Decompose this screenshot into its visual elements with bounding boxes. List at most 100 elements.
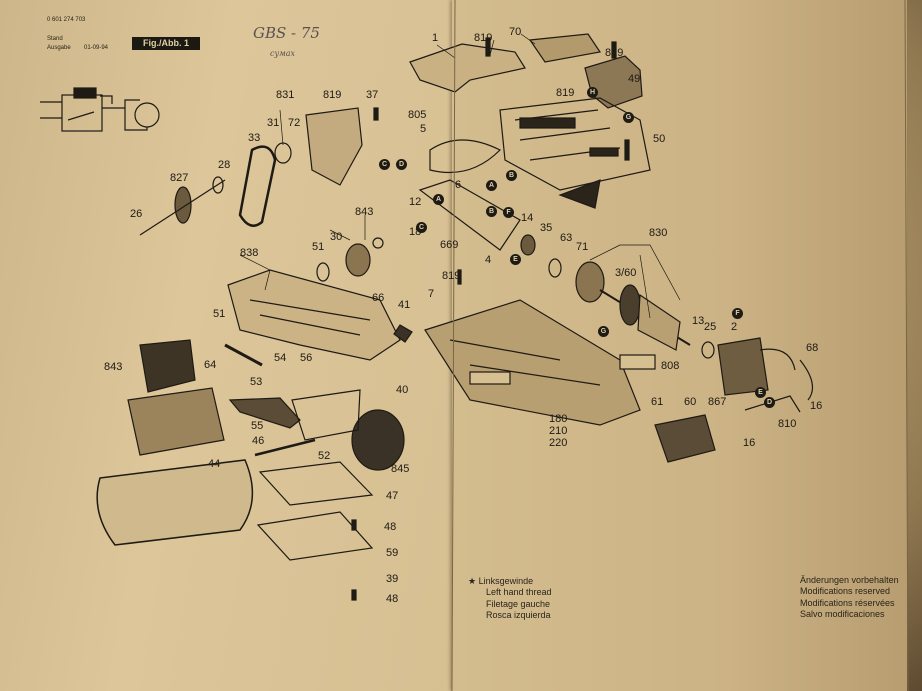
part-number-label: 210: [549, 425, 568, 437]
part-number-label: 72: [288, 117, 301, 129]
notice-es: Salvo modificaciones: [800, 608, 885, 619]
part-number-label: 2: [731, 321, 738, 333]
doc-number: 0 601 274 703: [47, 17, 86, 23]
part-number-label: 12: [409, 196, 422, 208]
notice-en: Modifications reserved: [800, 586, 891, 597]
part-number-label: 35: [540, 222, 553, 234]
notice-fr: Modifications réservées: [800, 597, 895, 608]
part-number-label: 51: [312, 241, 325, 253]
part-number-label: 819: [474, 32, 493, 44]
part-number-label: 46: [252, 435, 265, 447]
callout-marker: G: [623, 112, 634, 123]
footnote-line-de: Linksgewinde: [478, 576, 534, 586]
part-number-label: 830: [649, 227, 668, 239]
wiring-schematic-icon: [40, 87, 160, 132]
part-number-label: 70: [509, 26, 522, 38]
part-number-label: 31: [267, 117, 280, 129]
handwritten-model: GBS - 75: [253, 24, 320, 42]
part-number-label: 26: [130, 208, 143, 220]
part-number-label: 48: [386, 593, 399, 605]
handwritten-sub: сумах: [270, 49, 296, 58]
part-number-label: 827: [170, 172, 189, 184]
part-number-label: 843: [355, 206, 374, 218]
part-number-label: 6: [455, 179, 462, 191]
part-number-label: 49: [628, 73, 641, 85]
callout-marker: H: [587, 87, 598, 98]
callout-marker: A: [486, 180, 497, 191]
part-number-label: 7: [428, 288, 435, 300]
motor-armature: [418, 139, 814, 463]
part-number-label: 808: [661, 360, 680, 372]
callout-marker: F: [732, 308, 743, 319]
figure-badge: Fig./Abb. 1: [132, 37, 200, 50]
part-number-label: 843: [104, 361, 123, 373]
part-number-label: 867: [708, 396, 727, 408]
part-number-label: 25: [704, 321, 717, 333]
leader-lines: [239, 33, 681, 319]
screws: [351, 37, 630, 601]
callout-marker: E: [755, 387, 766, 398]
callout-marker: C: [379, 159, 390, 170]
part-number-label: 50: [653, 133, 666, 145]
part-number-label: 39: [386, 573, 399, 585]
part-number-label: 68: [806, 342, 819, 354]
part-number-label: 55: [251, 420, 264, 432]
part-number-label: 220: [549, 437, 568, 449]
issue-date: 01-09-94: [84, 45, 109, 51]
ausgabe-label: Ausgabe: [47, 45, 71, 51]
footnote-line-es: Rosca izquierda: [486, 609, 551, 620]
callout-marker: G: [598, 326, 609, 337]
callout-marker: C: [416, 222, 427, 233]
part-number-label: 30: [330, 231, 343, 243]
part-number-label: 40: [396, 384, 409, 396]
callout-marker: B: [486, 206, 497, 217]
part-number-label: 41: [398, 299, 411, 311]
part-number-label: 53: [250, 376, 263, 388]
part-number-label: 805: [408, 109, 427, 121]
modifications-notice: Änderungen vorbehalten Modifications res…: [800, 575, 899, 620]
part-number-label: 52: [318, 450, 331, 462]
callout-marker: A: [433, 194, 444, 205]
part-number-label: 28: [218, 159, 231, 171]
part-number-label: 48: [384, 521, 397, 533]
part-number-label: 60: [684, 396, 697, 408]
part-number-label: 47: [386, 490, 399, 502]
part-number-label: 838: [240, 247, 259, 259]
part-number-label: 13: [692, 315, 705, 327]
part-number-label: 63: [560, 232, 573, 244]
main-housing: [96, 269, 413, 561]
part-number-label: 56: [300, 352, 313, 364]
part-number-label: 819: [605, 47, 624, 59]
part-number-label: 180: [549, 413, 568, 425]
callout-marker: D: [396, 159, 407, 170]
part-number-label: 16: [810, 400, 823, 412]
part-number-label: 4: [485, 254, 492, 266]
part-number-label: 3/60: [615, 267, 637, 279]
footnote-line-en: Left hand thread: [486, 587, 552, 598]
stand-label: Stand: [47, 36, 63, 42]
part-number-label: 16: [743, 437, 756, 449]
part-number-label: 66: [372, 292, 385, 304]
callout-marker: D: [764, 397, 775, 408]
part-number-label: 845: [391, 463, 410, 475]
footnote-line-fr: Filetage gauche: [486, 598, 551, 609]
part-number-label: 819: [556, 87, 575, 99]
part-number-label: 44: [208, 458, 221, 470]
part-number-label: 37: [366, 89, 379, 101]
part-number-label: 831: [276, 89, 295, 101]
part-number-label: 1: [432, 32, 439, 44]
part-number-label: 669: [440, 239, 459, 251]
callout-marker: B: [506, 170, 517, 181]
star-icon: ★: [468, 576, 477, 586]
notice-de: Änderungen vorbehalten: [800, 575, 899, 585]
callout-marker: E: [510, 254, 521, 265]
left-thread-footnote: ★ Linksgewinde Left hand thread Filetage…: [468, 576, 552, 621]
part-number-label: 51: [213, 308, 226, 320]
part-number-label: 71: [576, 241, 589, 253]
part-number-label: 18: [409, 226, 422, 238]
part-number-label: 61: [651, 396, 664, 408]
part-number-label: 819: [442, 270, 461, 282]
part-number-label: 810: [778, 418, 797, 430]
part-number-label: 5: [420, 123, 427, 135]
